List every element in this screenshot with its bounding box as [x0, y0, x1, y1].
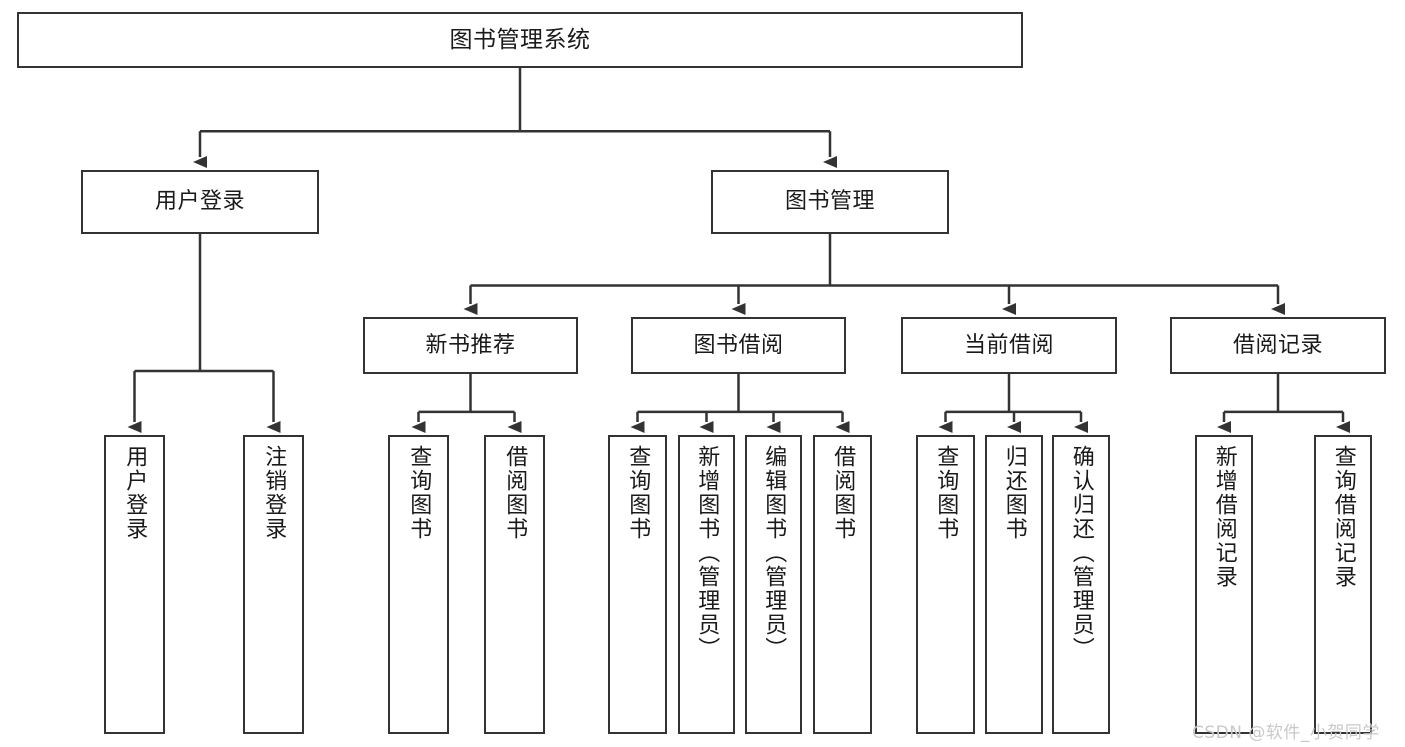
node-new-book-recommend[interactable]: 新书推荐 [363, 317, 578, 374]
node-user-login-label: 用户登录 [154, 189, 245, 215]
node-borrow-record[interactable]: 借阅记录 [1170, 317, 1386, 374]
node-root[interactable]: 图书管理系统 [17, 12, 1023, 68]
node-book-borrow[interactable]: 图书借阅 [631, 317, 846, 374]
leaf-borrow-book-recommend[interactable]: 借阅图书 [484, 435, 545, 734]
leaf-return-book-label: 归还图书 [1001, 445, 1027, 541]
leaf-logout-label: 注销登录 [261, 445, 287, 541]
csdn-watermark: CSDN @软件_小贺同学 [1192, 723, 1380, 743]
leaf-borrow-book-label: 借阅图书 [830, 445, 856, 541]
leaf-query-borrow-record-label: 查询借阅记录 [1330, 445, 1356, 589]
node-book-manage[interactable]: 图书管理 [711, 170, 949, 234]
leaf-query-book-current[interactable]: 查询图书 [916, 435, 975, 734]
leaf-query-book-borrow[interactable]: 查询图书 [608, 435, 667, 734]
leaf-edit-book-label: 编辑图书（管理员） [761, 445, 787, 661]
node-user-login[interactable]: 用户登录 [81, 170, 319, 234]
leaf-query-borrow-record[interactable]: 查询借阅记录 [1314, 435, 1372, 734]
node-book-borrow-label: 图书借阅 [693, 332, 784, 358]
leaf-add-borrow-record-label: 新增借阅记录 [1211, 445, 1237, 589]
leaf-user-login[interactable]: 用户登录 [104, 435, 165, 734]
node-new-book-recommend-label: 新书推荐 [425, 332, 516, 358]
node-borrow-record-label: 借阅记录 [1232, 332, 1323, 358]
leaf-query-book-recommend[interactable]: 查询图书 [388, 435, 449, 734]
leaf-logout[interactable]: 注销登录 [243, 435, 304, 734]
leaf-borrow-book[interactable]: 借阅图书 [813, 435, 872, 734]
leaf-return-book[interactable]: 归还图书 [985, 435, 1043, 734]
leaf-add-book-label: 新增图书（管理员） [694, 445, 720, 661]
leaf-add-book[interactable]: 新增图书（管理员） [678, 435, 735, 734]
node-current-borrow-label: 当前借阅 [963, 332, 1054, 358]
node-root-label: 图书管理系统 [449, 26, 591, 53]
leaf-confirm-return-label: 确认归还（管理员） [1068, 445, 1094, 661]
leaf-edit-book[interactable]: 编辑图书（管理员） [745, 435, 802, 734]
node-current-borrow[interactable]: 当前借阅 [901, 317, 1117, 374]
leaf-query-book-recommend-label: 查询图书 [406, 445, 432, 541]
leaf-confirm-return[interactable]: 确认归还（管理员） [1052, 435, 1110, 734]
leaf-user-login-label: 用户登录 [122, 445, 148, 541]
node-book-manage-label: 图书管理 [784, 189, 875, 215]
leaf-query-book-current-label: 查询图书 [933, 445, 959, 541]
leaf-query-book-borrow-label: 查询图书 [625, 445, 651, 541]
leaf-add-borrow-record[interactable]: 新增借阅记录 [1195, 435, 1253, 734]
leaf-borrow-book-recommend-label: 借阅图书 [502, 445, 528, 541]
